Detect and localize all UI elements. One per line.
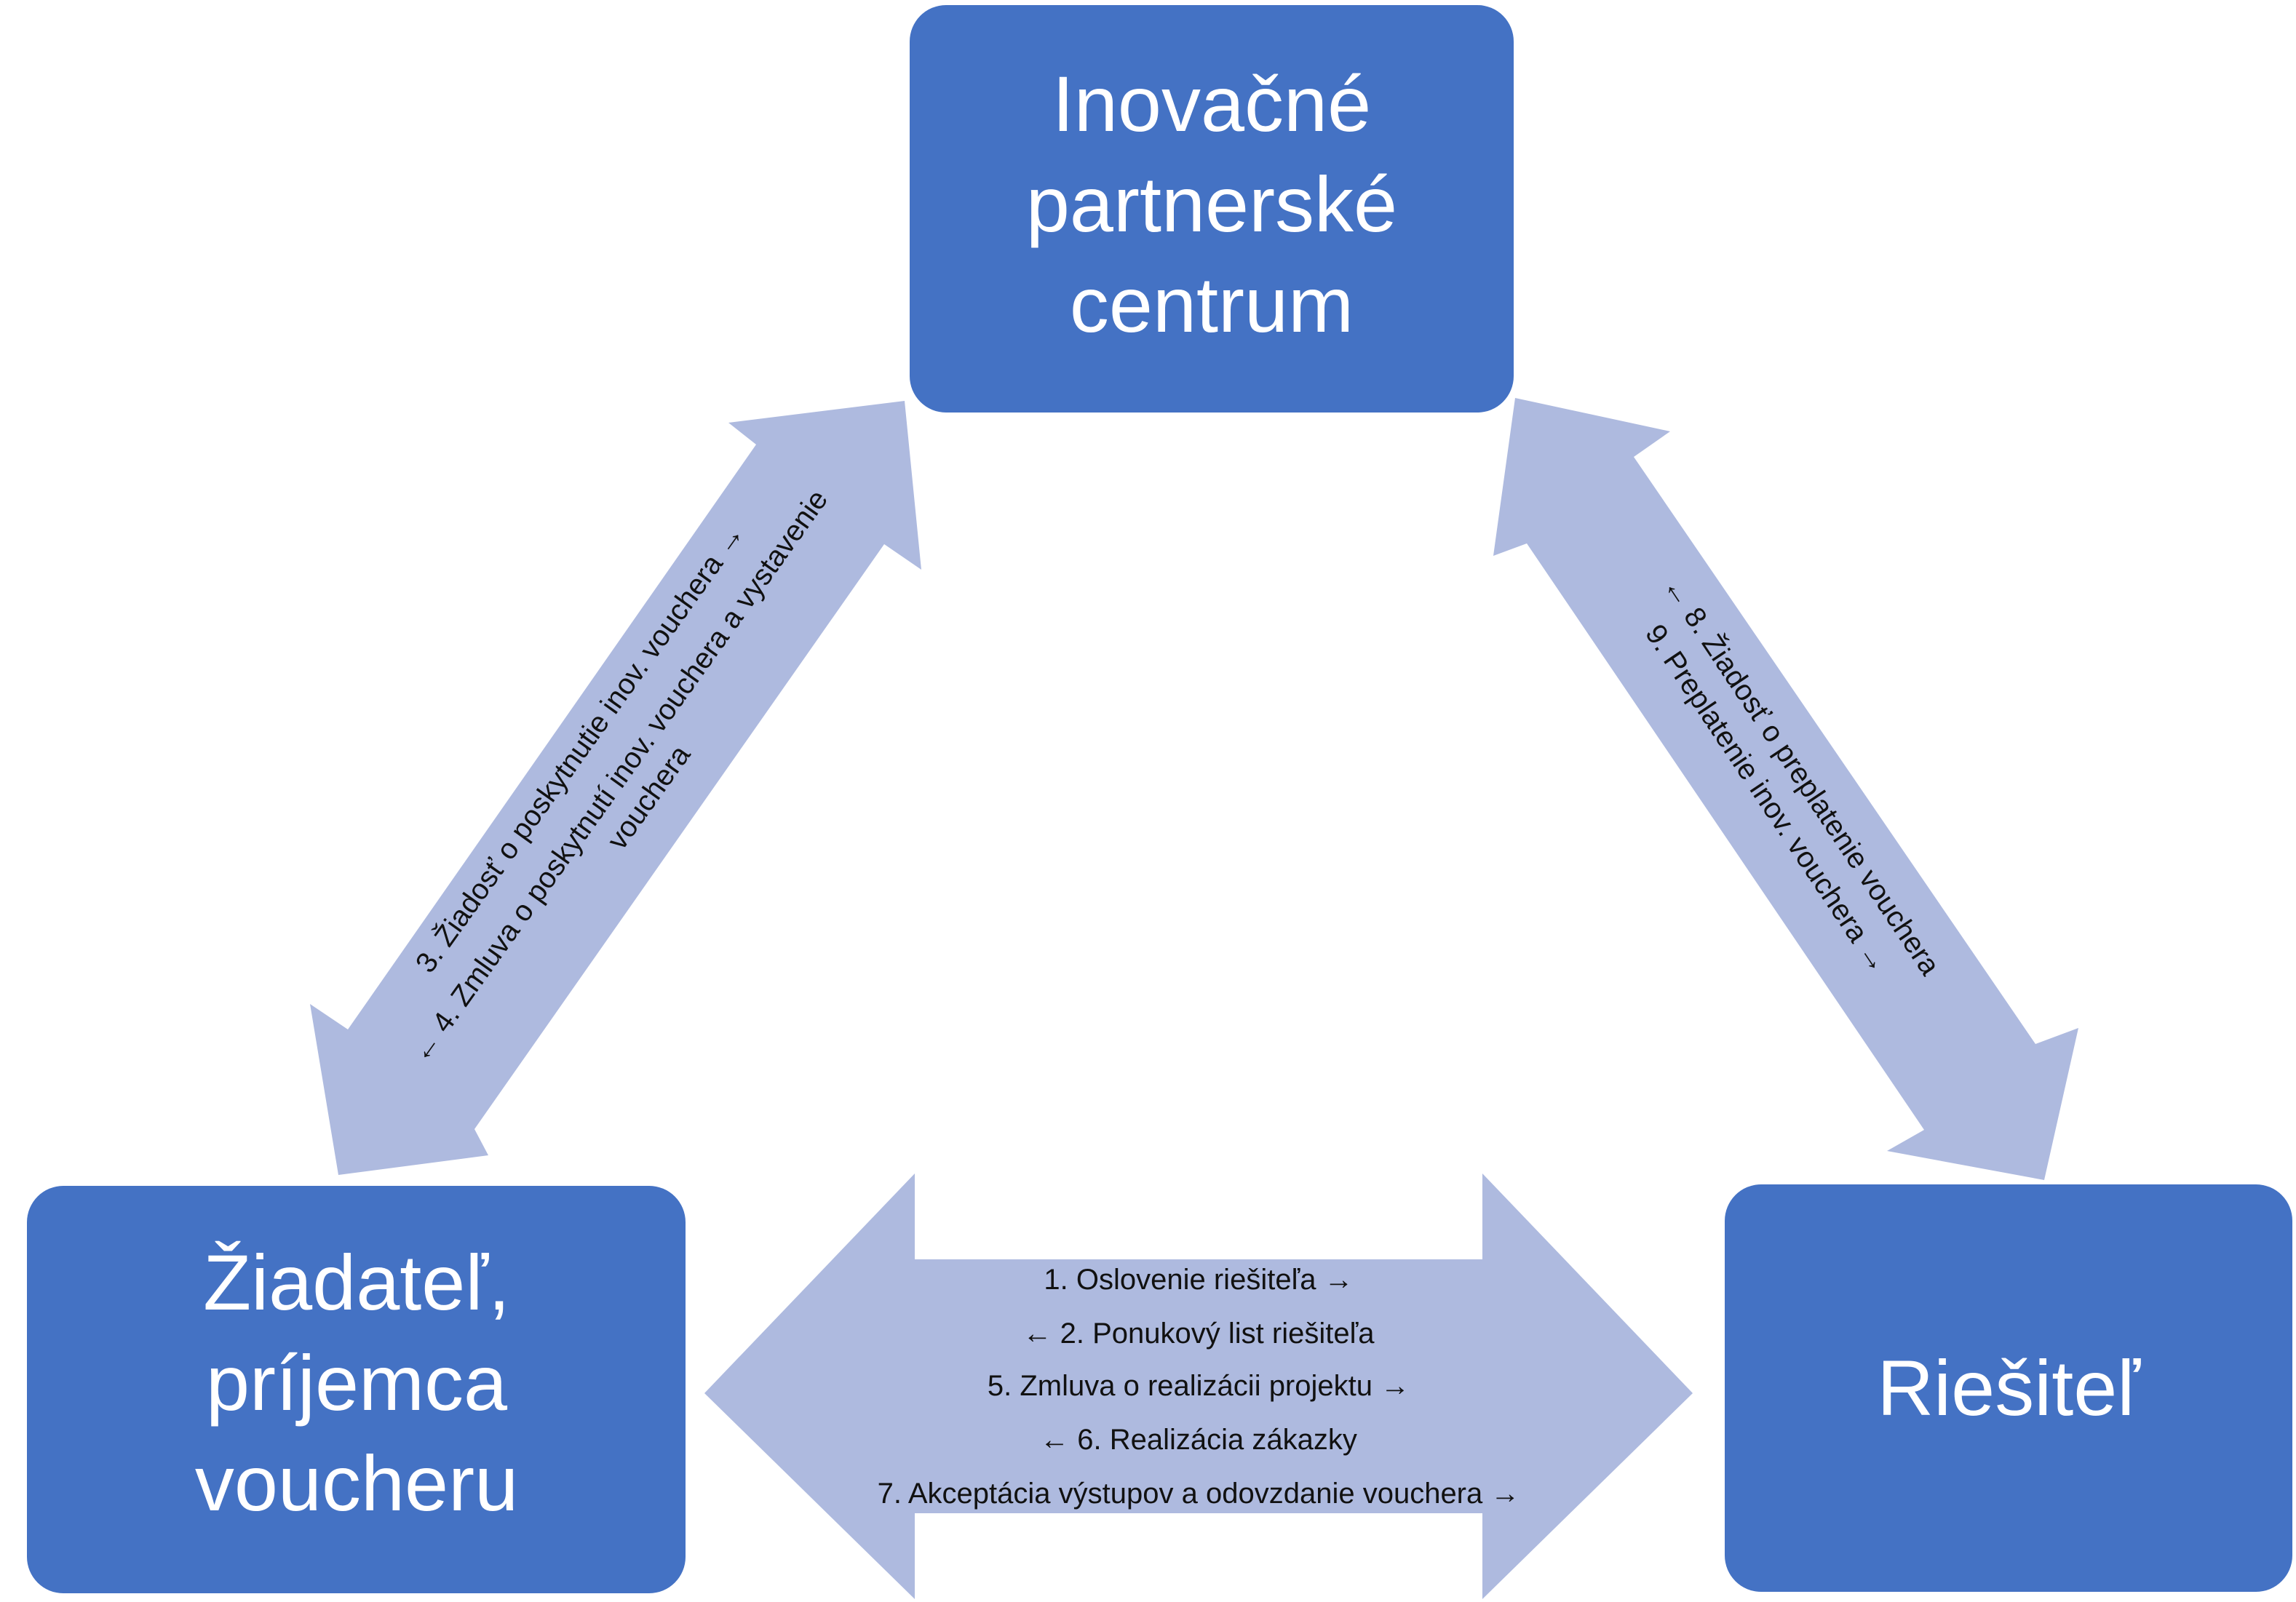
node-innovation-center-label-2: partnerské [1026, 160, 1397, 248]
arrow-applicant-center-label-2: ← 4. Zmluva o poskytnutí inov. vouchera … [405, 484, 835, 1068]
arrow-applicant-solver-shape [704, 1173, 1693, 1599]
arrow-applicant-solver-label-2: ← 2. Ponukový list riešiteľa [1023, 1318, 1375, 1350]
arrow-center-solver-shape [1493, 398, 2078, 1180]
node-innovation-center-box [910, 5, 1514, 413]
node-innovation-center-label-1: Inovačné [1052, 60, 1371, 148]
node-applicant-label-1: Žiadateľ, [203, 1238, 510, 1326]
arrow-applicant-center: 3. Žiadosť o poskytnutie inov. vouchera … [310, 401, 921, 1175]
arrow-applicant-solver-label-5: 7. Akceptácia výstupov a odovzdanie vouc… [878, 1478, 1520, 1510]
node-innovation-center: Inovačné partnerské centrum [910, 5, 1514, 413]
arrow-applicant-solver-label-1: 1. Oslovenie riešiteľa → [1044, 1264, 1353, 1296]
node-applicant-label-3: voucheru [195, 1439, 518, 1527]
node-applicant: Žiadateľ, príjemca voucheru [27, 1186, 686, 1593]
node-applicant-box [27, 1186, 686, 1593]
arrow-center-solver: ← 8. Žiadosť o preplatenie vouchera 9. P… [1493, 398, 2078, 1180]
arrow-applicant-solver-label-3: 5. Zmluva o realizácii projektu → [988, 1370, 1410, 1402]
node-applicant-label-2: príjemca [206, 1339, 508, 1427]
arrow-applicant-solver: 1. Oslovenie riešiteľa → ← 2. Ponukový l… [704, 1173, 1693, 1599]
node-solver: Riešiteľ [1725, 1184, 2292, 1592]
node-solver-label: Riešiteľ [1877, 1344, 2141, 1432]
arrow-applicant-solver-label-4: ← 6. Realizácia zákazky [1040, 1424, 1357, 1456]
node-innovation-center-label-3: centrum [1070, 260, 1354, 348]
node-solver-box [1725, 1184, 2292, 1592]
arrow-applicant-center-shape [310, 401, 921, 1175]
